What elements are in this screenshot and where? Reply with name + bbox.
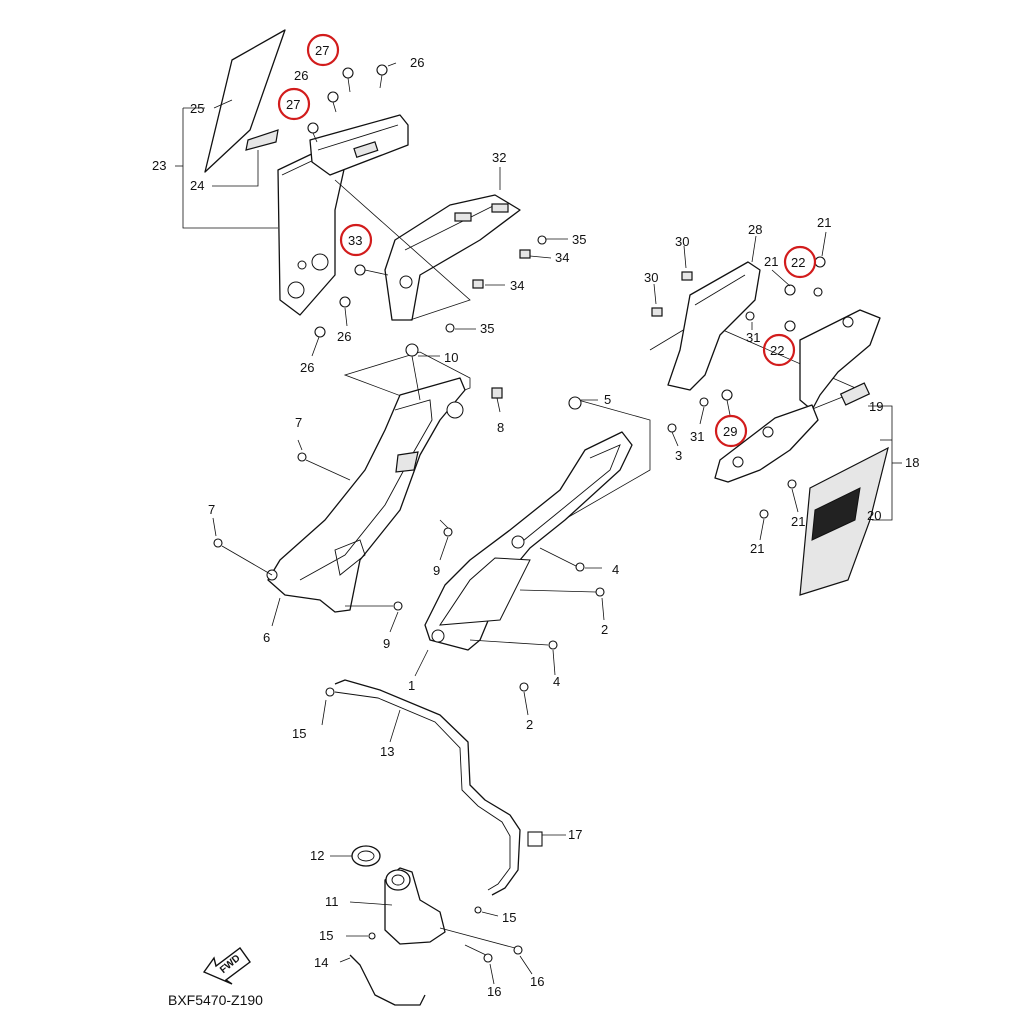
frame-cover-left [212, 343, 503, 633]
callout-16: 16 [530, 974, 544, 989]
callout-34: 34 [510, 278, 524, 293]
rail-part-1 [414, 396, 679, 716]
callout-16: 16 [487, 984, 501, 999]
callout-6: 6 [263, 630, 270, 645]
side-cover-assembly [175, 29, 568, 357]
callout-27: 27 [286, 97, 300, 112]
callout-25: 25 [190, 101, 204, 116]
callout-18: 18 [905, 455, 919, 470]
callout-29: 29 [723, 424, 737, 439]
callout-20: 20 [867, 508, 881, 523]
diagram-code: BXF5470-Z190 [168, 992, 263, 1008]
callout-9: 9 [433, 563, 440, 578]
rear-cover-assembly [649, 231, 902, 596]
callout-30: 30 [644, 270, 658, 285]
callout-15: 15 [502, 910, 516, 925]
callout-10: 10 [444, 350, 458, 365]
callout-23: 23 [152, 158, 166, 173]
callout-9: 9 [383, 636, 390, 651]
callout-24: 24 [190, 178, 204, 193]
callout-34: 34 [555, 250, 569, 265]
callout-31: 31 [746, 330, 760, 345]
callout-26: 26 [337, 329, 351, 344]
callout-21: 21 [750, 541, 764, 556]
callout-14: 14 [314, 955, 328, 970]
callout-3: 3 [675, 448, 682, 463]
callout-17: 17 [568, 827, 582, 842]
callout-8: 8 [497, 420, 504, 435]
callout-32: 32 [492, 150, 506, 165]
callout-35: 35 [572, 232, 586, 247]
callout-33: 33 [348, 233, 362, 248]
callout-21: 21 [791, 514, 805, 529]
callout-31: 31 [690, 429, 704, 444]
callout-1: 1 [408, 678, 415, 693]
callout-21: 21 [817, 215, 831, 230]
callout-4: 4 [612, 562, 619, 577]
callout-2: 2 [601, 622, 608, 637]
callout-27: 27 [315, 43, 329, 58]
callout-26: 26 [300, 360, 314, 375]
callout-30: 30 [675, 234, 689, 249]
callout-21: 21 [764, 254, 778, 269]
callout-7: 7 [208, 502, 215, 517]
highlight-circles [277, 33, 817, 448]
callout-28: 28 [748, 222, 762, 237]
hose-assembly [202, 679, 566, 1006]
callout-12: 12 [310, 848, 324, 863]
callout-2: 2 [526, 717, 533, 732]
callout-26: 26 [294, 68, 308, 83]
callout-22: 22 [791, 255, 805, 270]
callout-15: 15 [292, 726, 306, 741]
callout-19: 19 [869, 399, 883, 414]
callout-7: 7 [295, 415, 302, 430]
callout-26: 26 [410, 55, 424, 70]
fwd-arrow-icon [202, 947, 251, 985]
callout-11: 11 [325, 894, 339, 909]
callout-22: 22 [770, 343, 784, 358]
callout-35: 35 [480, 321, 494, 336]
callout-4: 4 [553, 674, 560, 689]
callout-labels: 1 2 2 3 4 4 5 6 7 7 8 9 9 10 11 12 13 14… [152, 43, 919, 999]
callout-15: 15 [319, 928, 333, 943]
callout-5: 5 [604, 392, 611, 407]
callout-13: 13 [380, 744, 394, 759]
